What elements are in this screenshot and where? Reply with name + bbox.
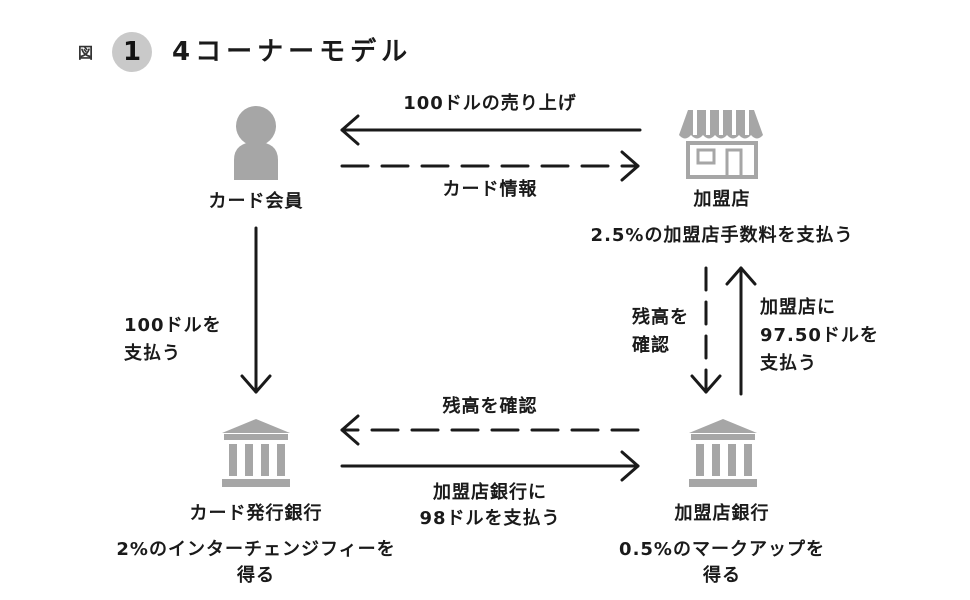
edge-issuer-pays-line-2: 98ドルを支払う: [419, 508, 561, 529]
bank-icon: [222, 419, 290, 487]
issuer-label: カード発行銀行: [189, 503, 323, 524]
arrow-confirm-balance-left: [340, 414, 640, 446]
edge-acquirer-pays-line-2: 97.50ドルを: [760, 325, 879, 346]
store-icon: [679, 110, 763, 179]
figure-number-badge: 1: [112, 32, 152, 72]
figure-tag: 図: [78, 44, 94, 62]
merchant-note: 2.5%の加盟店手数料を支払う: [590, 225, 854, 246]
issuer-note-line-1: 2%のインターチェンジフィーを: [116, 539, 396, 560]
issuer-note-line-2: 得る: [237, 565, 275, 586]
arrow-confirm-balance-right: [690, 266, 722, 394]
edge-card-info-label: カード情報: [442, 179, 538, 200]
arrow-sale: [340, 114, 642, 146]
edge-acquirer-pays-line-1: 加盟店に: [760, 297, 836, 318]
arrow-member-pays: [240, 226, 272, 394]
arrow-acquirer-pays: [725, 266, 757, 396]
acquirer-label: 加盟店銀行: [674, 503, 770, 524]
edge-sale-label: 100ドルの売り上げ: [403, 93, 577, 114]
arrow-card-info: [340, 150, 640, 182]
edge-acquirer-pays-line-3: 支払う: [760, 353, 817, 374]
edge-confirm-balance-right-line-1: 残高を: [632, 307, 689, 328]
edge-member-pays-line-1: 100ドルを: [124, 315, 222, 336]
acquirer-note-line-2: 得る: [703, 565, 741, 586]
member-label: カード会員: [208, 191, 304, 212]
edge-issuer-pays-line-1: 加盟店銀行に: [433, 482, 547, 503]
acquirer-note-line-1: 0.5%のマークアップを: [619, 539, 825, 560]
figure-title: 4コーナーモデル: [172, 37, 413, 67]
person-icon: [234, 106, 278, 180]
bank-icon: [689, 419, 757, 487]
arrow-issuer-pays: [340, 450, 640, 482]
merchant-label: 加盟店: [693, 189, 751, 210]
edge-member-pays-line-2: 支払う: [124, 343, 181, 364]
edge-confirm-balance-right-line-2: 確認: [632, 335, 670, 356]
edge-confirm-balance-left-label: 残高を確認: [442, 396, 538, 417]
